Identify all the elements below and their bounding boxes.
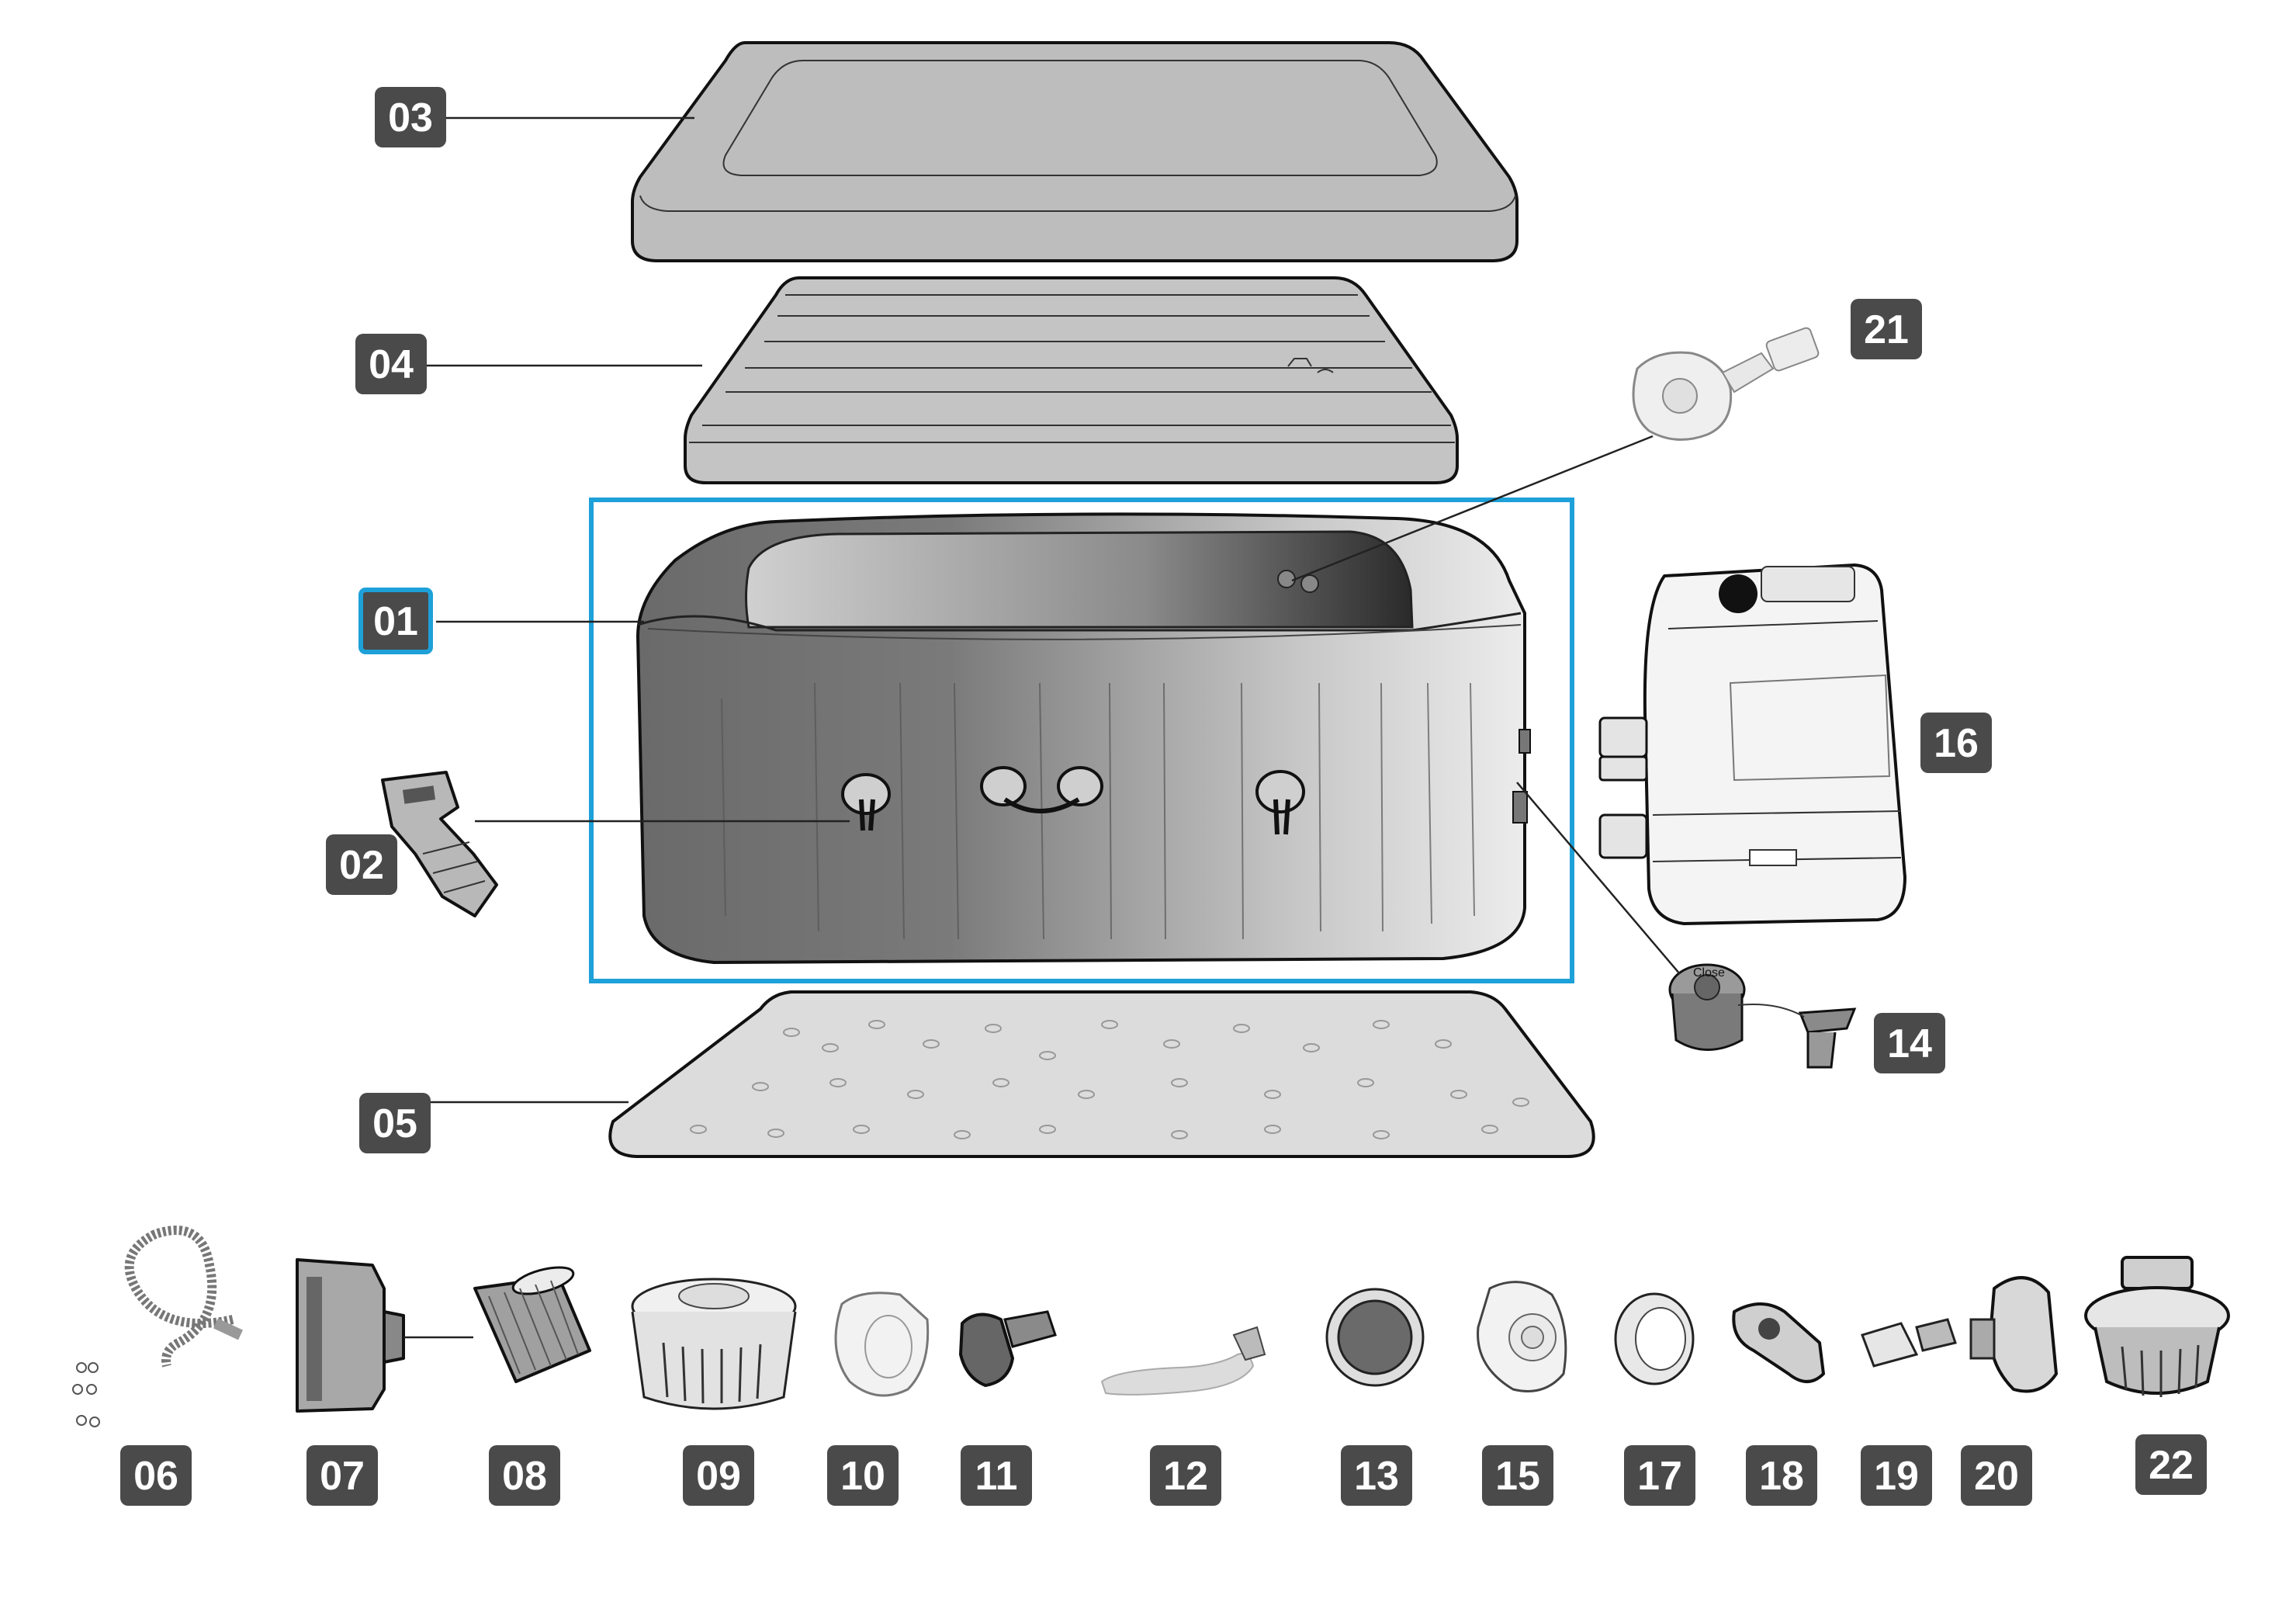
leader-21 <box>1291 435 1654 582</box>
badge-14-label: 14 <box>1887 1021 1932 1066</box>
badge-01-label: 01 <box>373 599 418 644</box>
badge-05-label: 05 <box>372 1101 417 1146</box>
badge-18-label: 18 <box>1759 1454 1804 1499</box>
badge-01[interactable]: 01 <box>358 588 433 654</box>
badge-12[interactable]: 12 <box>1150 1445 1221 1506</box>
part-20-hose-adapter[interactable] <box>1969 1276 2058 1393</box>
part-19-adapter[interactable] <box>1861 1318 1957 1368</box>
badge-10-label: 10 <box>840 1454 885 1499</box>
part-12-cleaning-brush[interactable] <box>1100 1326 1266 1396</box>
badge-11[interactable]: 11 <box>961 1445 1032 1506</box>
badge-08-label: 08 <box>502 1454 547 1499</box>
part-16-pump[interactable] <box>1598 563 1906 925</box>
part-22-drain-connector[interactable] <box>2084 1256 2230 1397</box>
part-03-cover[interactable] <box>631 41 1519 262</box>
part-09-chemical-floater[interactable] <box>631 1278 797 1410</box>
badge-13-label: 13 <box>1354 1454 1399 1499</box>
drain-valve-close-label: Close <box>1693 966 1725 980</box>
badge-11-label: 11 <box>975 1454 1018 1499</box>
part-04-ground-pad[interactable] <box>684 276 1459 484</box>
badge-09[interactable]: 09 <box>683 1445 754 1506</box>
badge-02-label: 02 <box>339 843 384 888</box>
highlight-frame-01 <box>589 498 1574 983</box>
badge-02[interactable]: 02 <box>326 834 397 895</box>
badge-07[interactable]: 07 <box>306 1445 378 1506</box>
badge-03-label: 03 <box>388 95 433 140</box>
badge-21[interactable]: 21 <box>1851 299 1922 359</box>
badge-12-label: 12 <box>1163 1454 1208 1499</box>
part-05-floor-protector[interactable] <box>608 990 1595 1158</box>
part-06-inflation-hose[interactable] <box>72 1226 243 1427</box>
part-11-plug-connector[interactable] <box>959 1310 1057 1387</box>
badge-08[interactable]: 08 <box>489 1445 560 1506</box>
part-07-filter-housing[interactable] <box>296 1258 405 1413</box>
part-02-safety-buckle[interactable] <box>381 771 498 917</box>
badge-07-label: 07 <box>320 1454 365 1499</box>
badge-20[interactable]: 20 <box>1961 1445 2032 1506</box>
badge-03[interactable]: 03 <box>375 87 446 147</box>
part-17-connector-ring[interactable] <box>1614 1292 1695 1385</box>
badge-15-label: 15 <box>1495 1454 1540 1499</box>
part-21-air-jet[interactable] <box>1632 327 1820 441</box>
badge-22-label: 22 <box>2149 1443 2194 1488</box>
badge-20-label: 20 <box>1974 1454 2019 1499</box>
badge-17[interactable]: 17 <box>1624 1445 1695 1506</box>
badge-10[interactable]: 10 <box>827 1445 899 1506</box>
badge-19-label: 19 <box>1874 1454 1919 1499</box>
badge-09-label: 09 <box>696 1454 741 1499</box>
badge-15[interactable]: 15 <box>1482 1445 1553 1506</box>
part-01-spa-body[interactable] <box>636 512 1531 964</box>
badge-22[interactable]: 22 <box>2135 1434 2207 1495</box>
part-14-drain-valve[interactable]: Close <box>1668 963 1857 1069</box>
part-15-strainer-connector[interactable] <box>1477 1281 1567 1392</box>
leader-14 <box>1516 782 1681 975</box>
badge-18[interactable]: 18 <box>1746 1445 1817 1506</box>
part-13-valve-cap[interactable] <box>1325 1288 1425 1387</box>
badge-17-label: 17 <box>1637 1454 1682 1499</box>
badge-06[interactable]: 06 <box>120 1445 192 1506</box>
badge-13[interactable]: 13 <box>1341 1445 1412 1506</box>
badge-04[interactable]: 04 <box>355 334 427 394</box>
badge-05[interactable]: 05 <box>359 1093 431 1153</box>
part-18-valve-assembly[interactable] <box>1732 1302 1825 1383</box>
badge-21-label: 21 <box>1864 307 1909 352</box>
badge-14[interactable]: 14 <box>1874 1013 1945 1073</box>
part-10-filter-cover[interactable] <box>834 1292 930 1397</box>
badge-16-label: 16 <box>1934 721 1979 766</box>
badge-19[interactable]: 19 <box>1861 1445 1932 1506</box>
part-08-filter-cartridge[interactable] <box>473 1262 591 1383</box>
badge-16[interactable]: 16 <box>1920 713 1992 773</box>
badge-06-label: 06 <box>133 1454 178 1499</box>
badge-04-label: 04 <box>369 342 414 387</box>
